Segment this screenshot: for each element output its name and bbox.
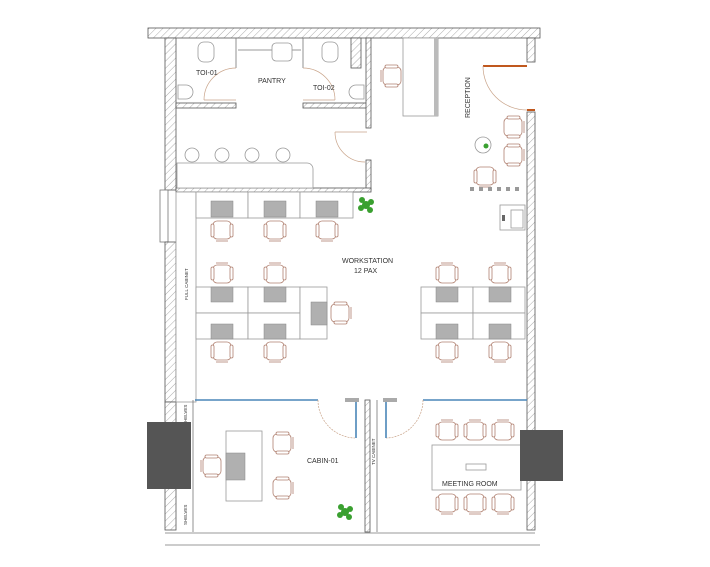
label-meeting-room: MEETING ROOM (442, 481, 498, 488)
column-right (520, 430, 563, 481)
coffee-table (474, 136, 492, 154)
toilet-pantry-block: TOI-01 PANTRY TOI-02 (175, 37, 372, 193)
plant-icon (337, 504, 353, 520)
glass-partition (195, 398, 527, 439)
sofa-chair (503, 143, 525, 167)
reception-desk (402, 37, 439, 117)
window (159, 189, 169, 243)
bar-stools (184, 147, 291, 163)
label-reception: RECEPTION (465, 77, 472, 118)
partition-wall (364, 399, 371, 533)
sofa-chair (473, 166, 497, 188)
visitor-chair (272, 431, 294, 455)
pantry-counter (176, 162, 314, 189)
workstation-area: FULL CABINET WORKSTATION 12 PAX (175, 191, 526, 403)
washbasin-icon (177, 84, 194, 100)
toilet-icon (197, 41, 215, 63)
printer (499, 204, 526, 231)
label-toi-02: TOI-02 (313, 85, 335, 92)
label-pantry: PANTRY (258, 78, 286, 85)
workstation-cluster-top (195, 191, 354, 242)
reception-area: RECEPTION (380, 37, 535, 231)
label-tv-cabinet: TV CABINET (371, 438, 376, 465)
cabin-chair (200, 454, 222, 478)
label-full-cabinet: FULL CABINET (184, 268, 189, 300)
meeting-room: MEETING ROOM (431, 419, 522, 515)
shoe-rack (470, 187, 519, 191)
column-left (147, 422, 191, 489)
label-shelves-bottom: SHELVES (183, 505, 188, 525)
label-toi-01: TOI-01 (196, 70, 218, 77)
toilet-icon (321, 41, 339, 63)
sofa-chair (503, 115, 525, 139)
door-swing (302, 67, 336, 101)
label-workstation: WORKSTATION (342, 258, 393, 265)
door-swing (334, 131, 367, 163)
plant-icon (358, 197, 374, 213)
reception-chair (380, 64, 402, 88)
label-cabin-01: CABIN-01 (307, 458, 339, 465)
label-shelves-top: SHELVES (183, 405, 188, 425)
washbasin-icon (348, 84, 365, 100)
cabin-01: SHELVES SHELVES CABIN-01 (183, 400, 353, 532)
visitor-chair (272, 476, 294, 500)
label-workstation-pax: 12 PAX (354, 268, 378, 275)
door-swing (203, 67, 237, 101)
workstation-cluster-left (195, 262, 352, 363)
pantry-sink (271, 42, 293, 62)
workstation-cluster-right (420, 262, 526, 363)
